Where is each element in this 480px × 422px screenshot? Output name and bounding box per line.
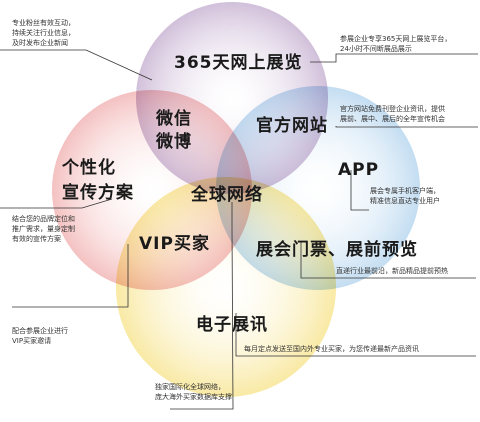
note-line: 持续关注行业信息， — [12, 29, 75, 37]
leader-ecatalog — [235, 313, 476, 357]
note-app: 展会专属手机客户端， 精准信息直达专业用户 — [370, 186, 440, 206]
leader-app — [350, 170, 369, 211]
note-line: 参展企业专享365天网上展览平台， — [340, 35, 452, 43]
note-line: 24小时不间断展品展示 — [340, 45, 412, 53]
note-line: 及时发布企业新闻 — [12, 39, 68, 47]
leader-personalized — [0, 198, 113, 209]
note-line: 官方网站免费刊登企业资讯，提供 — [340, 105, 445, 113]
note-line: VIP买家邀请 — [12, 337, 52, 345]
note-line: 推广需求，量身定制 — [12, 225, 75, 233]
note-line: 展会专属手机客户端， — [370, 187, 440, 195]
title-personalized-1: 个性化 — [62, 158, 116, 178]
note-personalized: 结合您的品牌定位和 推广需求，量身定制 有效的宣传方案 — [12, 214, 75, 244]
note-official-site: 官方网站免费刊登企业资讯，提供 展前、展中、展后的全年宣传机会 — [340, 104, 445, 124]
title-weibo: 微博 — [156, 132, 192, 152]
leader-site — [335, 126, 478, 128]
note-line: 结合您的品牌定位和 — [12, 215, 75, 223]
note-e-catalog: 每月定点发送至国内外专业买家，为您传递最新产品资讯 — [244, 344, 419, 354]
note-wechat: 专业粉丝有效互动， 持续关注行业信息， 及时发布企业新闻 — [12, 18, 75, 48]
title-personalized-2: 宣传方案 — [62, 183, 134, 203]
note-line: 展前、展中、展后的全年宣传机会 — [340, 115, 445, 123]
note-line: 独家国际化全球网络， — [155, 383, 225, 391]
note-line: 庞大海外买家数据库支撑 — [155, 393, 232, 401]
leader-top-right — [310, 53, 478, 63]
note-line: 精准信息直达专业用户 — [370, 197, 440, 205]
note-line: 直递行业最前沿，新品精品提前预热 — [336, 267, 448, 275]
note-line: 配合参展企业进行 — [12, 327, 68, 335]
note-line: 每月定点发送至国内外专业买家，为您传递最新产品资讯 — [244, 345, 419, 353]
leader-global — [170, 202, 234, 410]
circle-bottom — [116, 177, 336, 397]
title-wechat: 微信 — [156, 109, 192, 129]
note-global-network: 独家国际化全球网络， 庞大海外买家数据库支撑 — [155, 382, 232, 402]
note-tickets: 直递行业最前沿，新品精品提前预热 — [336, 266, 448, 276]
note-vip: 配合参展企业进行 VIP买家邀请 — [12, 326, 68, 346]
title-vip: VIP买家 — [139, 234, 210, 254]
note-line: 专业粉丝有效互动， — [12, 19, 75, 27]
leader-tickets — [300, 241, 476, 279]
title-official-site: 官方网站 — [256, 116, 328, 136]
leader-top-left — [0, 49, 153, 81]
leader-vip — [12, 244, 129, 308]
title-365-expo: 365天网上展览 — [174, 53, 303, 73]
title-global-network: 全球网络 — [191, 185, 263, 205]
title-app: APP — [338, 160, 380, 180]
note-365-expo: 参展企业专享365天网上展览平台， 24小时不间断展品展示 — [340, 34, 451, 54]
title-tickets: 展会门票、展前预览 — [256, 240, 418, 260]
title-e-catalog: 电子展讯 — [196, 315, 268, 335]
note-line: 有效的宣传方案 — [12, 235, 61, 243]
